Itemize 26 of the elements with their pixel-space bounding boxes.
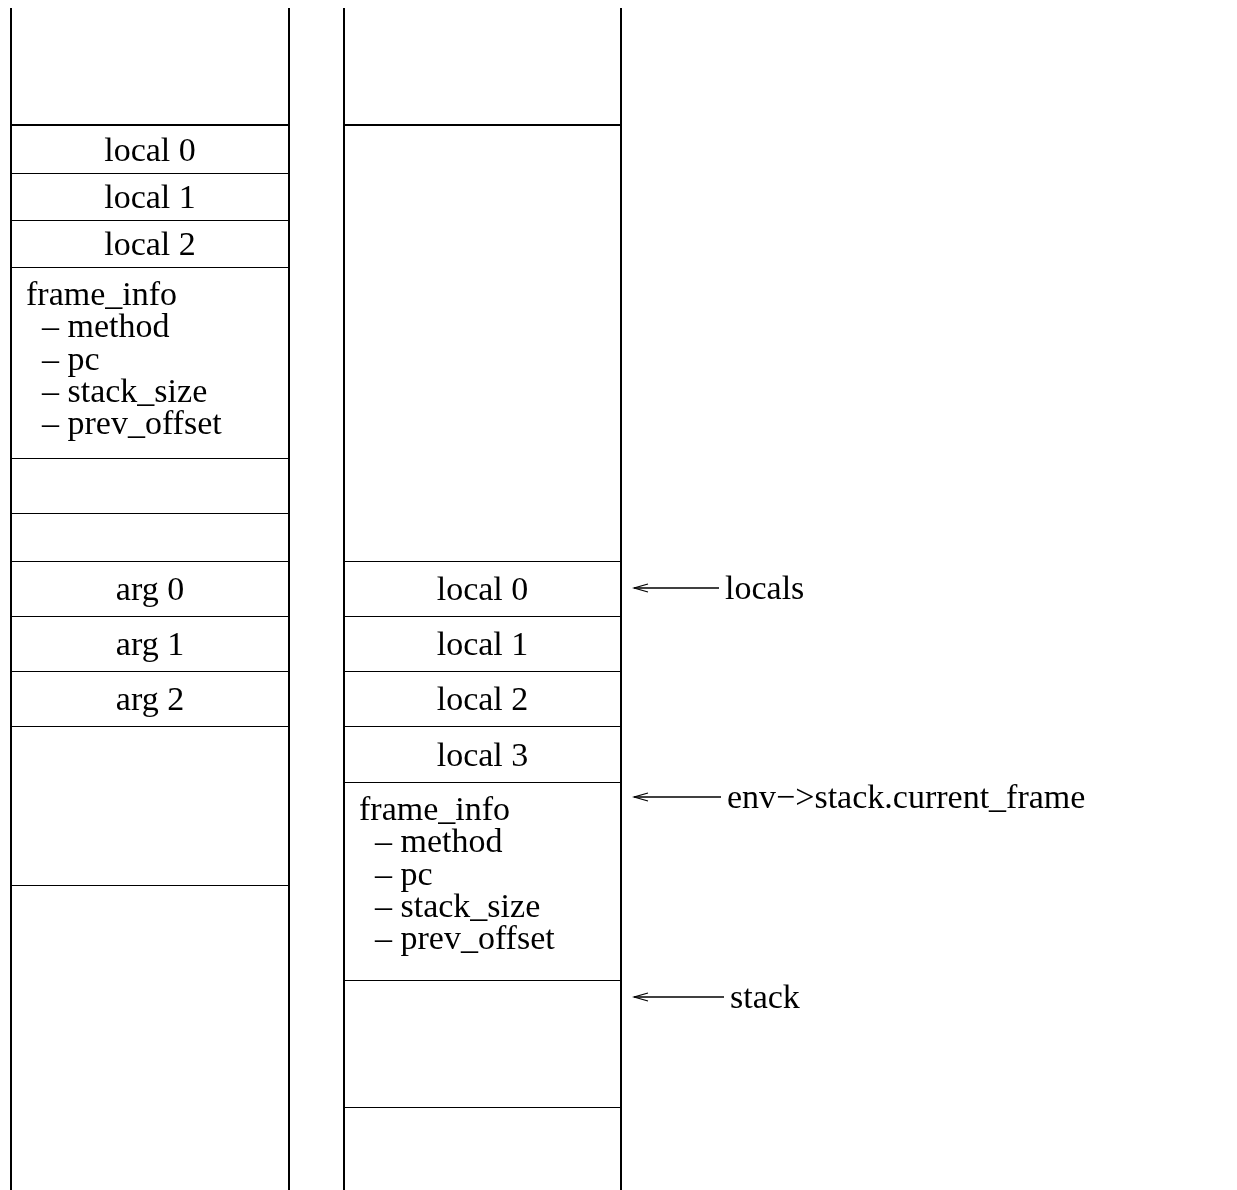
slot-label: local 3 [436, 737, 529, 772]
slot-label: local 0 [436, 572, 529, 606]
slot-label: arg 2 [115, 682, 185, 716]
slot-label: local 2 [104, 227, 196, 261]
pointer-label: locals [725, 571, 805, 605]
slot-label: local 1 [104, 180, 196, 214]
pointer-label: env−>stack.current_frame [727, 780, 1086, 814]
field-name: – prev_offset [373, 922, 556, 955]
field-name: – method [374, 825, 503, 858]
stack-column [343, 8, 622, 1190]
stack-column [10, 8, 290, 1190]
slot-label: local 0 [104, 132, 196, 167]
slot-label: local 1 [436, 627, 529, 661]
field-name: – prev_offset [40, 407, 223, 440]
arrow [633, 792, 722, 802]
slot-label: local 2 [436, 682, 529, 716]
slot-label: arg 0 [115, 572, 185, 606]
field-name: – pc [40, 342, 101, 375]
field-name: – method [41, 310, 170, 343]
pointer-label: stack [730, 980, 800, 1014]
slot-label: arg 1 [115, 627, 185, 661]
field-name: – pc [373, 857, 434, 890]
struct-name: frame_info [26, 278, 179, 311]
arrow [633, 992, 725, 1002]
struct-name: frame_info [359, 793, 512, 826]
arrow [633, 583, 720, 593]
